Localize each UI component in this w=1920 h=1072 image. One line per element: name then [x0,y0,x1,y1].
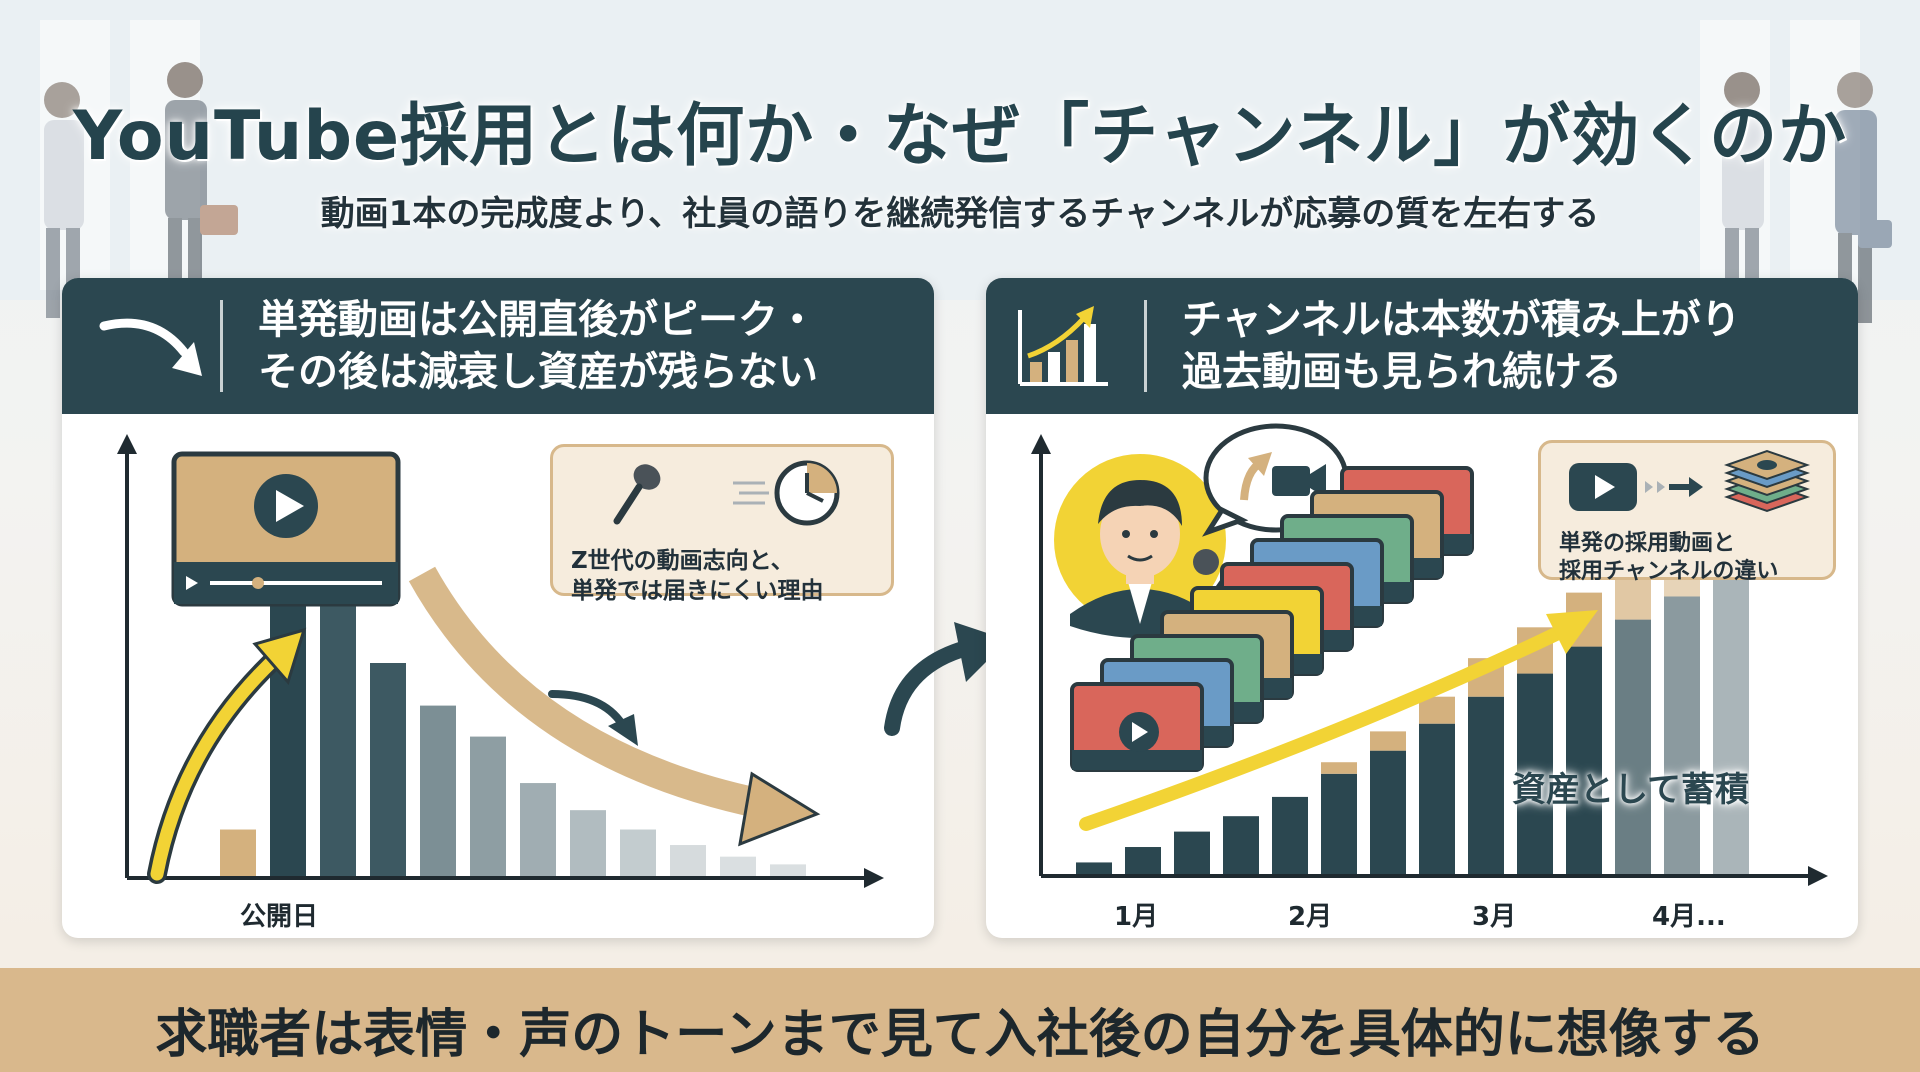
page-title: YouTube採用とは何か・なぜ「チャンネル」が効くのか [72,97,1848,176]
curved-down-arrow-icon [99,318,202,376]
channel-title-line1: チャンネルは本数が積み上がり [1182,297,1741,343]
channel-difference-callout: 単発の採用動画と 採用チャンネルの違い [1538,440,1836,584]
decay-bar [620,829,656,876]
video-player-icon [171,451,401,607]
asset-bar [1174,831,1210,874]
decay-bar [320,581,356,876]
left-x-axis-arrowhead [864,868,884,888]
single-video-body: Z世代の動画志向と、 単発では届きにくい理由 公開日 [62,414,934,938]
header-divider [220,300,223,392]
asset-bar [1125,847,1161,874]
channel-panel: チャンネルは本数が積み上がり 過去動画も見られ続ける [986,278,1858,938]
small-down-arrow [548,690,626,728]
asset-bar [1664,596,1700,874]
growth-chart-icon [1018,306,1108,386]
single-video-panel-header: 単発動画は公開直後がピーク・ その後は減衰し資産が残らない [62,278,934,414]
decay-bar [670,845,706,876]
asset-bar-top [1321,762,1357,774]
x-tick-month-3: 3月 [1472,902,1517,932]
channel-difference-callout-line2: 採用チャンネルの違い [1559,559,1779,584]
clock-icon [733,460,840,526]
asset-bar-top [1419,696,1455,724]
decay-bar [420,705,456,876]
channel-panel-header: チャンネルは本数が積み上がり 過去動画も見られ続ける [986,278,1858,414]
left-y-axis-arrowhead [117,434,137,454]
video-camera-icon [1272,466,1310,496]
channel-growth-chart [1031,423,1828,886]
decay-bar [220,829,256,876]
right-y-axis-arrowhead [1031,434,1051,454]
z-generation-callout-line2: 単発では届きにくい理由 [571,578,824,604]
x-tick-month-2: 2月 [1288,902,1333,932]
decay-arrowhead [738,771,821,847]
asset-bar [1321,773,1357,874]
single-video-title-line2: その後は減衰し資産が残らない [258,349,818,395]
decay-bar [770,864,806,876]
rise-arrowhead [252,627,307,686]
footer-banner: 求職者は表情・声のトーンまで見て入社後の自分を具体的に想像する [0,968,1920,1072]
play-triangle [1132,722,1148,742]
person-silhouette-right [1722,72,1892,323]
single-video-panel: 単発動画は公開直後がピーク・ その後は減衰し資産が残らない [62,278,934,938]
single-video-title-line1: 単発動画は公開直後がピーク・ [258,297,818,343]
growth-arrow [1079,627,1563,831]
x-tick-month-4: 4月... [1652,902,1726,932]
channel-title-line2: 過去動画も見られ続ける [1182,349,1622,395]
decay-bar [470,736,506,876]
single-video-panel-title: 単発動画は公開直後がピーク・ その後は減衰し資産が残らない [258,294,918,398]
growth-arrowhead [1546,610,1598,654]
channel-panel-title: チャンネルは本数が積み上がり 過去動画も見られ続ける [1182,294,1842,398]
footer-message: 求職者は表情・声のトーンまで見て入社後の自分を具体的に想像する [155,1005,1765,1065]
asset-bar [1713,569,1749,874]
release-date-label: 公開日 [240,902,319,932]
channel-body: 単発の採用動画と 採用チャンネルの違い 資産として蓄積 1月 2月 3月 4月.… [986,414,1858,938]
asset-bar [1615,619,1651,874]
decay-bar [520,783,556,876]
decay-bar [720,856,756,876]
rise-arrow [147,644,290,884]
decay-bar [370,663,406,876]
asset-bar [1076,862,1112,874]
video-stack-icon [1723,449,1811,513]
asset-bar-top [1370,731,1406,751]
channel-difference-callout-line1: 単発の採用動画と [1559,531,1736,556]
asset-bar [1272,796,1308,874]
single-video-decay-chart [117,434,884,888]
decay-arrow [408,566,766,819]
double-arrow-icon [1645,477,1703,497]
right-x-axis-arrowhead [1808,866,1828,886]
z-generation-callout-line1: Z世代の動画志向と、 [571,548,794,574]
video-card-controls [1072,750,1202,770]
accumulate-as-asset-label: 資産として蓄積 [1512,770,1749,810]
z-generation-callout: Z世代の動画志向と、 単発では届きにくい理由 [550,444,894,604]
employee-avatar [1054,454,1226,638]
asset-bar [1370,750,1406,874]
asset-bar [1468,696,1504,874]
asset-bar [1566,646,1602,874]
page-subtitle: 動画1本の完成度より、社員の語りを継続発信するチャンネルが応募の質を左右する [320,194,1600,234]
decay-bar [570,810,606,876]
x-tick-month-1: 1月 [1114,902,1159,932]
microphone-icon [613,464,661,525]
rise-arrow-fill [150,647,287,881]
asset-bar [1419,723,1455,874]
header-divider [1144,300,1147,392]
asset-bar [1517,673,1553,874]
play-button-icon [1569,463,1637,511]
asset-bar [1223,816,1259,874]
small-down-arrowhead [608,714,638,746]
